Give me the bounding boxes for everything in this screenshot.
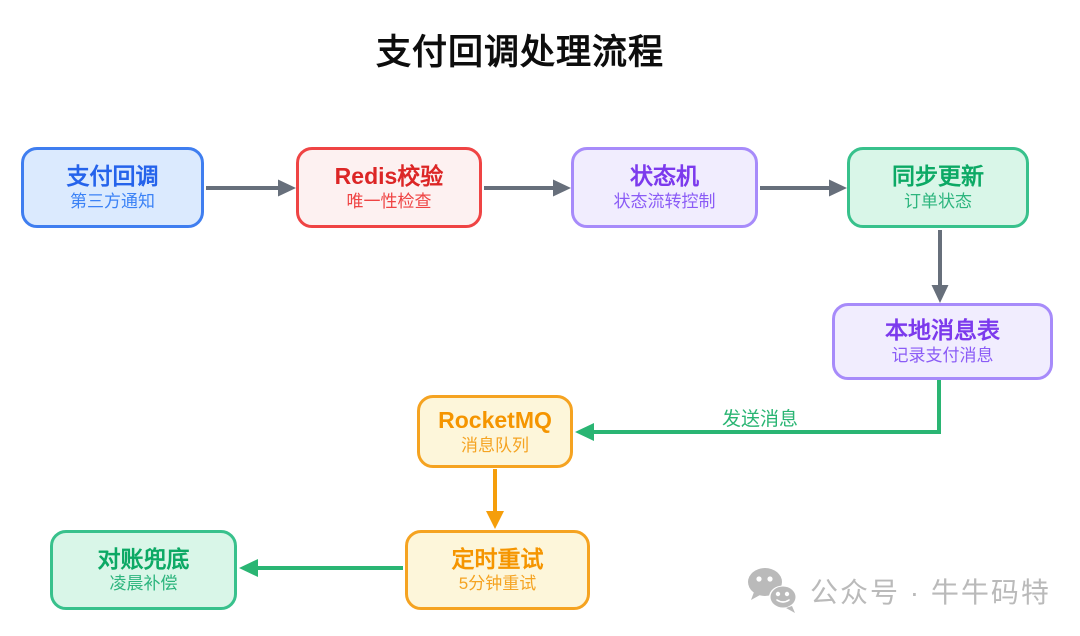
node-rocketmq: RocketMQ 消息队列 <box>417 395 573 468</box>
wechat-icon <box>748 568 797 613</box>
arrow-syncupdate-to-messagetable <box>931 230 949 303</box>
node-sync-update-title: 同步更新 <box>892 163 984 190</box>
node-reconciliation-subtitle: 凌晨补偿 <box>109 574 178 594</box>
node-state-machine: 状态机 状态流转控制 <box>571 147 758 228</box>
node-redis-check: Redis校验 唯一性检查 <box>296 147 482 228</box>
node-state-machine-subtitle: 状态流转控制 <box>613 191 716 211</box>
node-payment-callback-subtitle: 第三方通知 <box>70 191 155 211</box>
node-payment-callback: 支付回调 第三方通知 <box>21 147 204 228</box>
node-sync-update: 同步更新 订单状态 <box>847 147 1029 228</box>
node-redis-check-title: Redis校验 <box>334 163 444 190</box>
node-timed-retry-subtitle: 5分钟重试 <box>458 574 537 594</box>
arrow-rocketmq-to-retry <box>486 469 504 529</box>
node-timed-retry-title: 定时重试 <box>451 545 544 572</box>
node-sync-update-subtitle: 订单状态 <box>904 191 972 211</box>
watermark: 公众号 · 牛牛码特 <box>746 567 1051 615</box>
node-redis-check-subtitle: 唯一性检查 <box>346 191 432 211</box>
node-local-message-table-title: 本地消息表 <box>885 317 1000 344</box>
node-rocketmq-subtitle: 消息队列 <box>461 435 529 455</box>
page-title: 支付回调处理流程 <box>375 33 664 72</box>
node-local-message-table: 本地消息表 记录支付消息 <box>832 303 1053 380</box>
arrow-redis-to-statemachine <box>484 179 571 197</box>
watermark-text: 公众号 · 牛牛码特 <box>810 577 1051 608</box>
node-reconciliation-title: 对账兜底 <box>97 545 190 572</box>
arrow-statemachine-to-syncupdate <box>760 179 847 197</box>
node-reconciliation: 对账兜底 凌晨补偿 <box>50 530 237 610</box>
edge-label-send-message: 发送消息 <box>721 409 798 430</box>
node-payment-callback-title: 支付回调 <box>66 163 159 190</box>
node-local-message-table-subtitle: 记录支付消息 <box>891 345 994 365</box>
arrow-callback-to-redis <box>206 179 296 197</box>
node-rocketmq-title: RocketMQ <box>438 407 552 434</box>
arrow-retry-to-reconciliation <box>239 559 403 577</box>
node-state-machine-title: 状态机 <box>630 163 699 190</box>
node-timed-retry: 定时重试 5分钟重试 <box>405 530 590 610</box>
